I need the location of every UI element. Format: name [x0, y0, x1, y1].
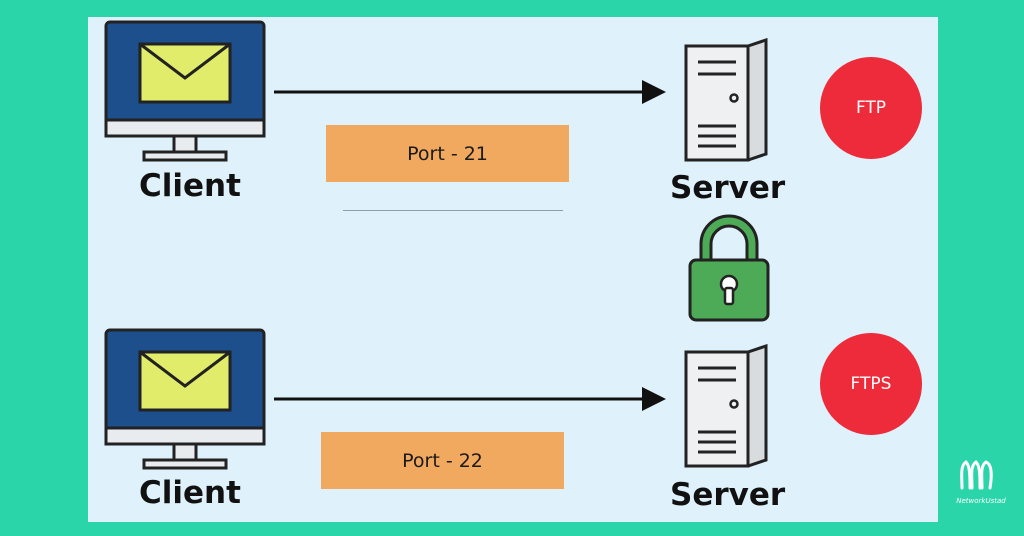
protocol-badge-ftps: FTPS	[820, 333, 922, 435]
protocol-badge-ftp: FTP	[820, 57, 922, 159]
port-box-2: Port - 22	[321, 432, 564, 489]
divider-line	[343, 210, 563, 211]
watermark-text: NetworkUstad	[956, 497, 1006, 505]
client-computer-icon	[104, 20, 266, 162]
client-computer-icon-2	[104, 328, 266, 470]
server-label-2: Server	[670, 477, 786, 513]
server-tower-icon-2	[684, 344, 768, 468]
client-label-1: Client	[139, 168, 241, 204]
padlock-icon	[688, 214, 770, 322]
server-label-1: Server	[670, 170, 786, 206]
server-tower-icon-1	[684, 38, 768, 162]
logo-icon	[960, 460, 993, 490]
client-label-2: Client	[139, 475, 241, 511]
port-box-1: Port - 21	[326, 125, 569, 182]
arrow-2	[274, 387, 666, 411]
arrow-1	[274, 80, 666, 104]
